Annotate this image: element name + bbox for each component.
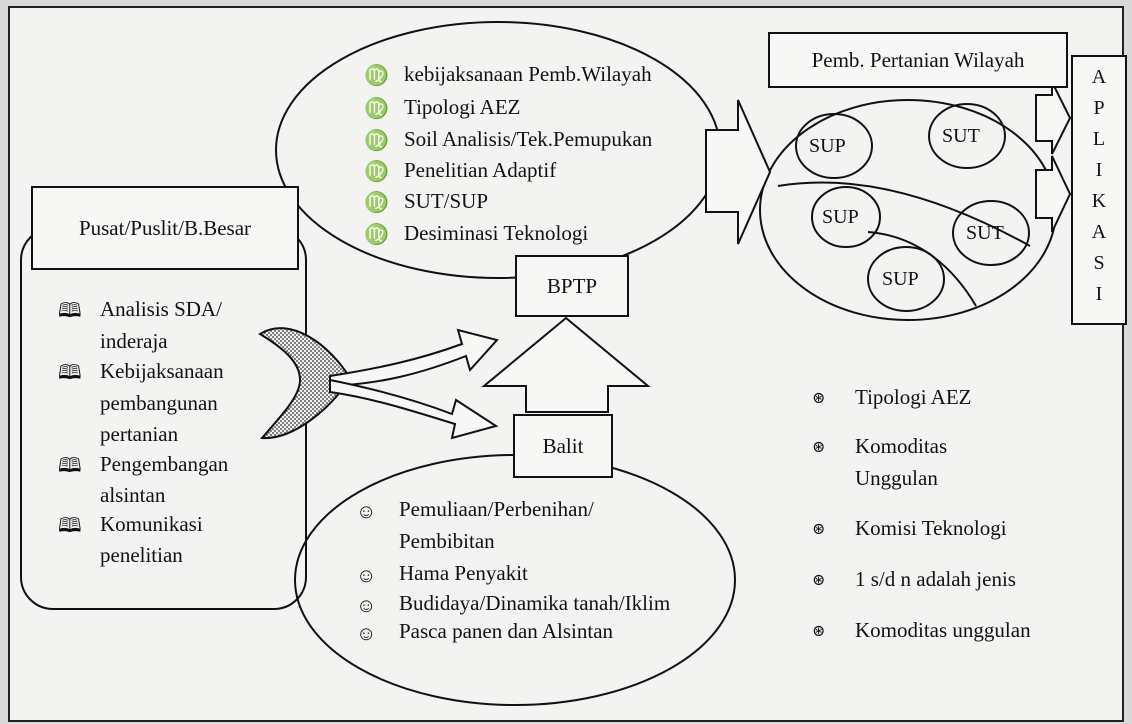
pusat-item-3-line1: Pengembangan xyxy=(100,452,229,476)
wilayah-divider-curve-1 xyxy=(777,181,1031,247)
pusat-item-4-line1: Komunikasi xyxy=(100,512,203,536)
aplikasi-letter-7: S xyxy=(1093,252,1105,274)
balit-to-bptp-arrow xyxy=(481,316,651,413)
ball-icon: ⊛ xyxy=(812,439,826,456)
legend-item-3: Komisi Teknologi xyxy=(855,516,1007,540)
bptp-label: BPTP xyxy=(546,273,598,298)
wilayah-to-aplikasi-arrow-2 xyxy=(1035,155,1072,233)
pusat-lower-branch xyxy=(329,378,499,440)
virgo-icon: ♍ xyxy=(364,192,389,214)
unit-ellipse-3 xyxy=(811,186,881,248)
bptp-item-1: kebijaksanaan Pemb.Wilayah xyxy=(404,62,652,86)
bptp-box: BPTP xyxy=(515,255,629,317)
pusat-item-1-line1: Analisis SDA/ xyxy=(100,297,222,321)
smiley-icon: ☺ xyxy=(356,623,377,645)
bptp-item-6: Desiminasi Teknologi xyxy=(404,221,589,245)
aplikasi-letter-5: K xyxy=(1091,190,1107,212)
pusat-item-2-line1: Kebijaksanaan xyxy=(100,359,224,383)
legend-item-2-line1: Komoditas xyxy=(855,434,948,458)
pusat-upper-branch xyxy=(329,328,499,388)
pusat-item-2-line3: pertanian xyxy=(100,422,179,446)
balit-item-1-cont: Pembibitan xyxy=(399,529,495,553)
virgo-icon: ♍ xyxy=(364,130,389,152)
ball-icon: ⊛ xyxy=(812,521,826,538)
pusat-item-1-line2: inderaja xyxy=(100,329,168,353)
virgo-icon: ♍ xyxy=(364,65,389,87)
unit-ellipse-5 xyxy=(867,246,945,312)
virgo-icon: ♍ xyxy=(364,224,389,246)
legend-item-5: Komoditas unggulan xyxy=(855,618,1031,642)
bptp-to-wilayah-arrow xyxy=(705,99,772,245)
virgo-icon: ♍ xyxy=(364,161,389,183)
virgo-icon: ♍ xyxy=(364,98,389,120)
bptp-item-2: Tipologi AEZ xyxy=(404,95,521,119)
smiley-icon: ☺ xyxy=(356,501,377,523)
wilayah-title: Pemb. Pertanian Wilayah xyxy=(811,47,1025,72)
unit-label-5: SUP xyxy=(882,268,919,290)
pusat-item-2-line2: pembangunan xyxy=(100,391,218,415)
balit-box: Balit xyxy=(513,414,613,478)
pusat-split-ribbon xyxy=(258,327,352,440)
book-icon: 🕮 xyxy=(58,515,82,537)
legend-item-1: Tipologi AEZ xyxy=(855,385,972,409)
bptp-item-5: SUT/SUP xyxy=(404,189,489,213)
smiley-icon: ☺ xyxy=(356,565,377,587)
unit-label-1: SUP xyxy=(809,135,846,157)
pusat-item-4-line2: penelitian xyxy=(100,543,183,567)
wilayah-title-box: Pemb. Pertanian Wilayah xyxy=(768,32,1068,88)
aplikasi-letter-2: P xyxy=(1093,97,1105,119)
ball-icon: ⊛ xyxy=(812,390,826,407)
unit-label-4: SUT xyxy=(966,222,1004,244)
book-icon: 🕮 xyxy=(58,300,82,322)
unit-label-2: SUT xyxy=(942,125,980,147)
unit-ellipse-1 xyxy=(795,113,873,179)
aplikasi-letter-4: I xyxy=(1095,159,1103,181)
aplikasi-letter-8: I xyxy=(1095,283,1103,305)
book-icon: 🕮 xyxy=(58,455,82,477)
ball-icon: ⊛ xyxy=(812,623,826,640)
balit-item-4: Pasca panen dan Alsintan xyxy=(399,619,614,643)
aplikasi-letter-1: A xyxy=(1091,66,1107,88)
book-icon: 🕮 xyxy=(58,362,82,384)
balit-item-2: Hama Penyakit xyxy=(399,561,528,585)
pusat-title: Pusat/Puslit/B.Besar xyxy=(78,215,252,240)
aplikasi-letter-6: A xyxy=(1091,221,1107,243)
legend-item-4: 1 s/d n adalah jenis xyxy=(855,567,1016,591)
pusat-item-3-line2: alsintan xyxy=(100,483,166,507)
aplikasi-letter-3: L xyxy=(1092,128,1106,150)
balit-label: Balit xyxy=(542,433,584,458)
unit-ellipse-2 xyxy=(928,103,1006,169)
smiley-icon: ☺ xyxy=(356,595,377,617)
legend-item-2-line2: Unggulan xyxy=(855,466,938,490)
unit-ellipse-4 xyxy=(952,200,1030,266)
bptp-item-4: Penelitian Adaptif xyxy=(404,158,557,182)
aplikasi-box xyxy=(1071,55,1127,325)
ball-icon: ⊛ xyxy=(812,572,826,589)
pusat-title-box: Pusat/Puslit/B.Besar xyxy=(31,186,299,270)
wilayah-to-aplikasi-arrow-1 xyxy=(1035,81,1072,155)
balit-item-1: Pemuliaan/Perbenihan/ xyxy=(399,497,594,521)
balit-item-3: Budidaya/Dinamika tanah/Iklim xyxy=(399,591,671,615)
bptp-item-3: Soil Analisis/Tek.Pemupukan xyxy=(404,127,653,151)
unit-label-3: SUP xyxy=(822,206,859,228)
